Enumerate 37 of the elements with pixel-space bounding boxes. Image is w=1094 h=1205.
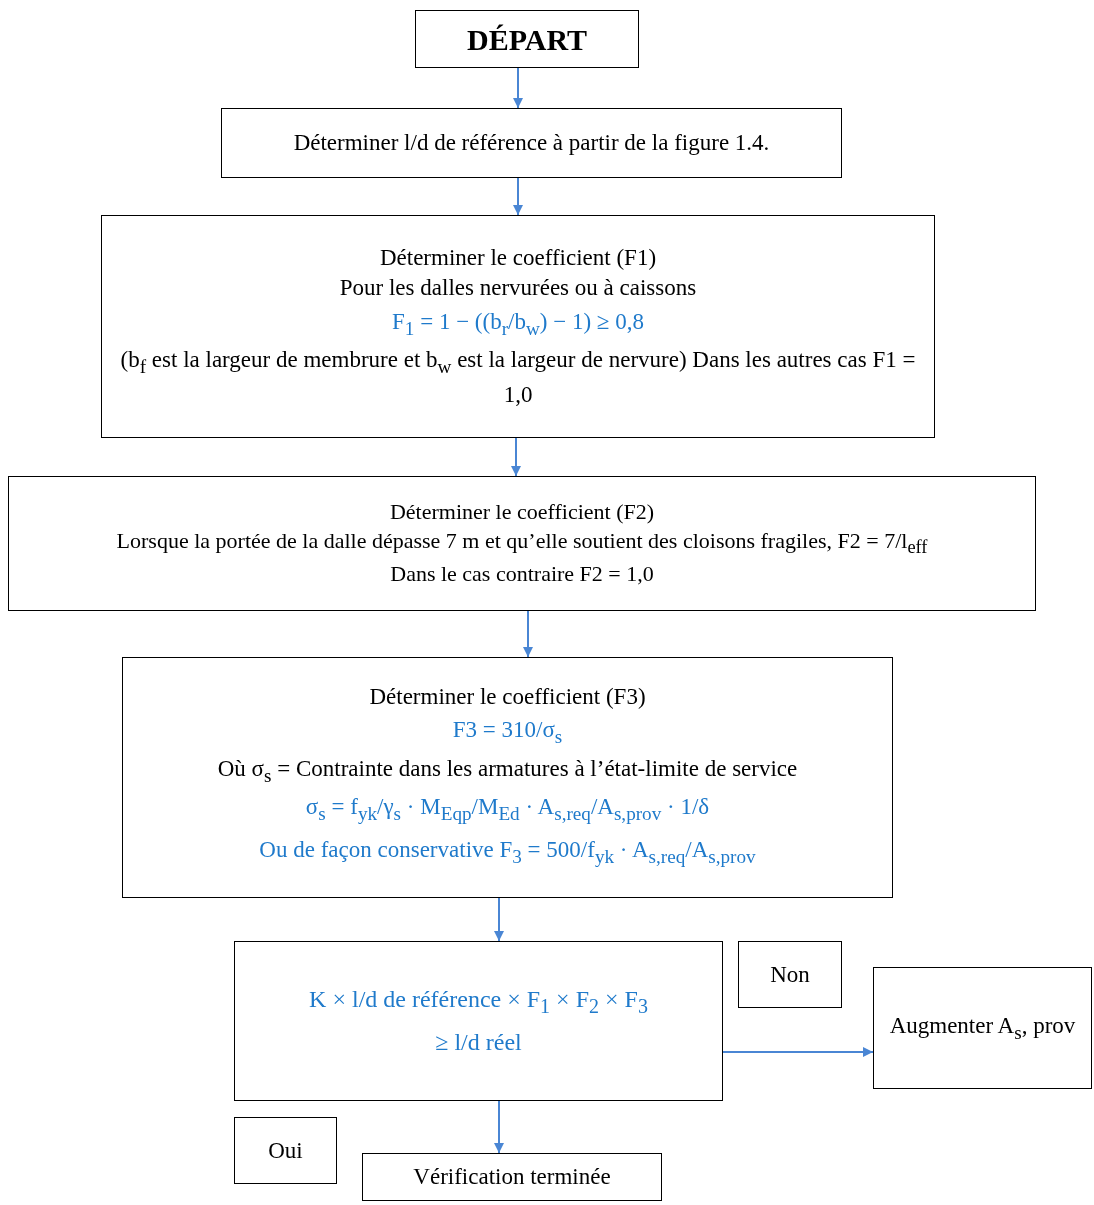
formula-text: Ou de façon conservative F$_{3}$ = 500/f$_{yk}$ · A$_{s,req}$/A$_{s,prov}$ bbox=[258, 835, 757, 869]
process-box bbox=[101, 215, 935, 438]
step-text: Vérification terminée bbox=[412, 1163, 612, 1192]
arrow bbox=[494, 897, 504, 942]
formula-text: K × l/d de référence × F$_{1}$ × F$_{2}$ × F$_{3}$ bbox=[308, 985, 649, 1019]
arrow bbox=[513, 67, 523, 109]
branch-label-box bbox=[738, 941, 842, 1008]
step-text: Lorsque la portée de la dalle dépasse 7 m et qu’elle soutient des cloisons fragiles, F2 = 7/l$_{eff}$ bbox=[115, 526, 929, 560]
process-box bbox=[122, 657, 893, 898]
arrow bbox=[722, 1047, 874, 1057]
formula-text: F3 = 310/σ$_{s}$ bbox=[451, 716, 564, 749]
step-text: Oui bbox=[267, 1136, 304, 1165]
branch-label-box bbox=[234, 1117, 337, 1184]
step-heading: Déterminer le coefficient (F1) bbox=[378, 244, 658, 273]
step-text: Déterminer l/d de référence à partir de la figure 1.4. bbox=[292, 129, 771, 158]
step-text: (b$_{f}$ est la largeur de membrure et b$_{w}$ est la largeur de nervure) Dans les autres cas F1 = 1,0 bbox=[119, 346, 917, 409]
arrow bbox=[511, 437, 521, 477]
arrow bbox=[494, 1100, 504, 1154]
formula-text: F$_{1}$ = 1 − ((b$_{r}$/b$_{w}$) − 1) ≥ 0,8 bbox=[391, 307, 645, 341]
step-text: Non bbox=[769, 960, 811, 989]
step-text: Où σ$_{s}$ = Contrainte dans les armatures à l’état-limite de service bbox=[216, 754, 799, 788]
process-box bbox=[8, 476, 1036, 611]
arrow bbox=[513, 177, 523, 216]
start-box bbox=[415, 10, 639, 68]
arrow bbox=[523, 610, 533, 658]
step-heading: Déterminer le coefficient (F3) bbox=[368, 682, 647, 711]
formula-text: ≥ l/d réel bbox=[434, 1027, 523, 1057]
step-heading: Déterminer le coefficient (F2) bbox=[388, 498, 656, 527]
formula-text: σ$_{s}$ = f$_{yk}$/γ$_{s}$ · M$_{Eqp}$/M$_{Ed}$ · A$_{s,req}$/A$_{s,prov}$ · 1/δ bbox=[304, 793, 711, 827]
step-text: Augmenter A$_{s}$, prov bbox=[888, 1011, 1077, 1045]
decision-box bbox=[234, 941, 723, 1101]
process-box bbox=[873, 967, 1092, 1089]
step-text: DÉPART bbox=[465, 21, 589, 58]
process-box bbox=[221, 108, 842, 178]
step-text: Pour les dalles nervurées ou à caissons bbox=[338, 274, 698, 303]
step-text: Dans le cas contraire F2 = 1,0 bbox=[389, 560, 655, 589]
end-box bbox=[362, 1153, 662, 1201]
